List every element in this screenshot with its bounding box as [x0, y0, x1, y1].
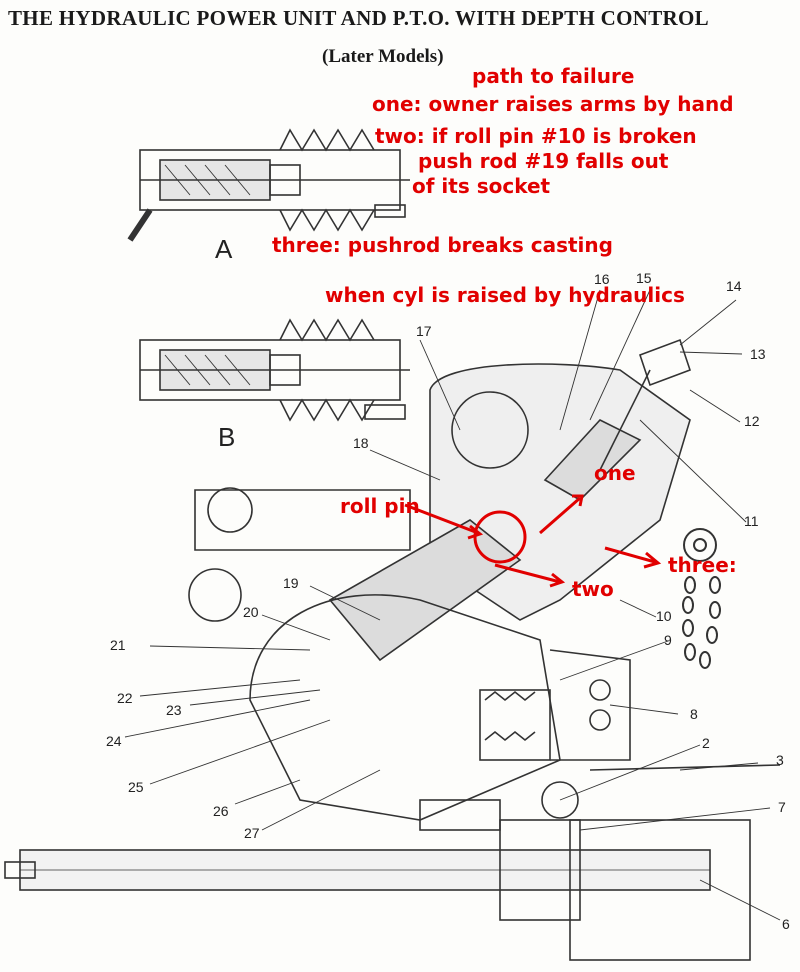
arrow-three: [604, 546, 656, 564]
annotation-arrow-three: three:: [668, 553, 737, 577]
part-number-13: 13: [750, 346, 766, 362]
part-number-2: 2: [702, 735, 710, 751]
annotation-arrow-two: two: [572, 577, 614, 601]
part-number-23: 23: [166, 702, 182, 718]
part-number-9: 9: [664, 632, 672, 648]
main-casting-drawing: [188, 338, 692, 821]
annotation-heading: path to failure: [472, 64, 635, 88]
arrow-one: [539, 496, 581, 535]
part-number-10: 10: [656, 608, 672, 624]
part-number-7: 7: [778, 799, 786, 815]
part-number-6: 6: [782, 916, 790, 932]
failure-annotation-graphics: [404, 494, 662, 588]
annotation-roll-pin: roll pin: [340, 494, 420, 518]
part-number-22: 22: [117, 690, 133, 706]
leader-lines: [124, 289, 781, 921]
part-number-19: 19: [283, 575, 299, 591]
part-number-16: 16: [594, 271, 610, 287]
part-number-17: 17: [416, 323, 432, 339]
pto-shaft-drawing: [4, 764, 781, 961]
roll-pin-pointer-arrow: [404, 503, 479, 535]
panel-label-b: B: [218, 422, 236, 452]
assembly-b-drawing: [139, 318, 410, 422]
annotation-step-two-a: two: if roll pin #10 is broken: [375, 124, 697, 148]
part-number-3: 3: [776, 752, 784, 768]
part-number-24: 24: [106, 733, 122, 749]
part-number-12: 12: [744, 413, 760, 429]
part-number-25: 25: [128, 779, 144, 795]
part-number-18: 18: [353, 435, 369, 451]
assembly-a-drawing: [127, 128, 410, 242]
part-number-8: 8: [690, 706, 698, 722]
part-number-14: 14: [726, 278, 742, 294]
diagram-title: THE HYDRAULIC POWER UNIT AND P.T.O. WITH…: [8, 6, 709, 30]
chain-drawing: [682, 528, 721, 669]
part-number-21: 21: [110, 637, 126, 653]
part-number-15: 15: [636, 270, 652, 286]
diagram-subtitle: (Later Models): [322, 46, 444, 67]
annotation-step-two-c: of its socket: [412, 174, 551, 198]
annotation-step-two-b: push rod #19 falls out: [418, 149, 669, 173]
part-number-20: 20: [243, 604, 259, 620]
panel-label-a: A: [215, 234, 233, 264]
part-number-11: 11: [744, 513, 759, 529]
arrow-two: [494, 563, 561, 584]
part-number-26: 26: [213, 803, 229, 819]
annotation-step-three: three: pushrod breaks casting: [272, 233, 613, 257]
part-number-27: 27: [244, 825, 260, 841]
annotation-raised: when cyl is raised by hydraulics: [325, 283, 685, 307]
annotation-step-one: one: owner raises arms by hand: [372, 92, 734, 116]
annotation-arrow-one: one: [594, 461, 636, 485]
